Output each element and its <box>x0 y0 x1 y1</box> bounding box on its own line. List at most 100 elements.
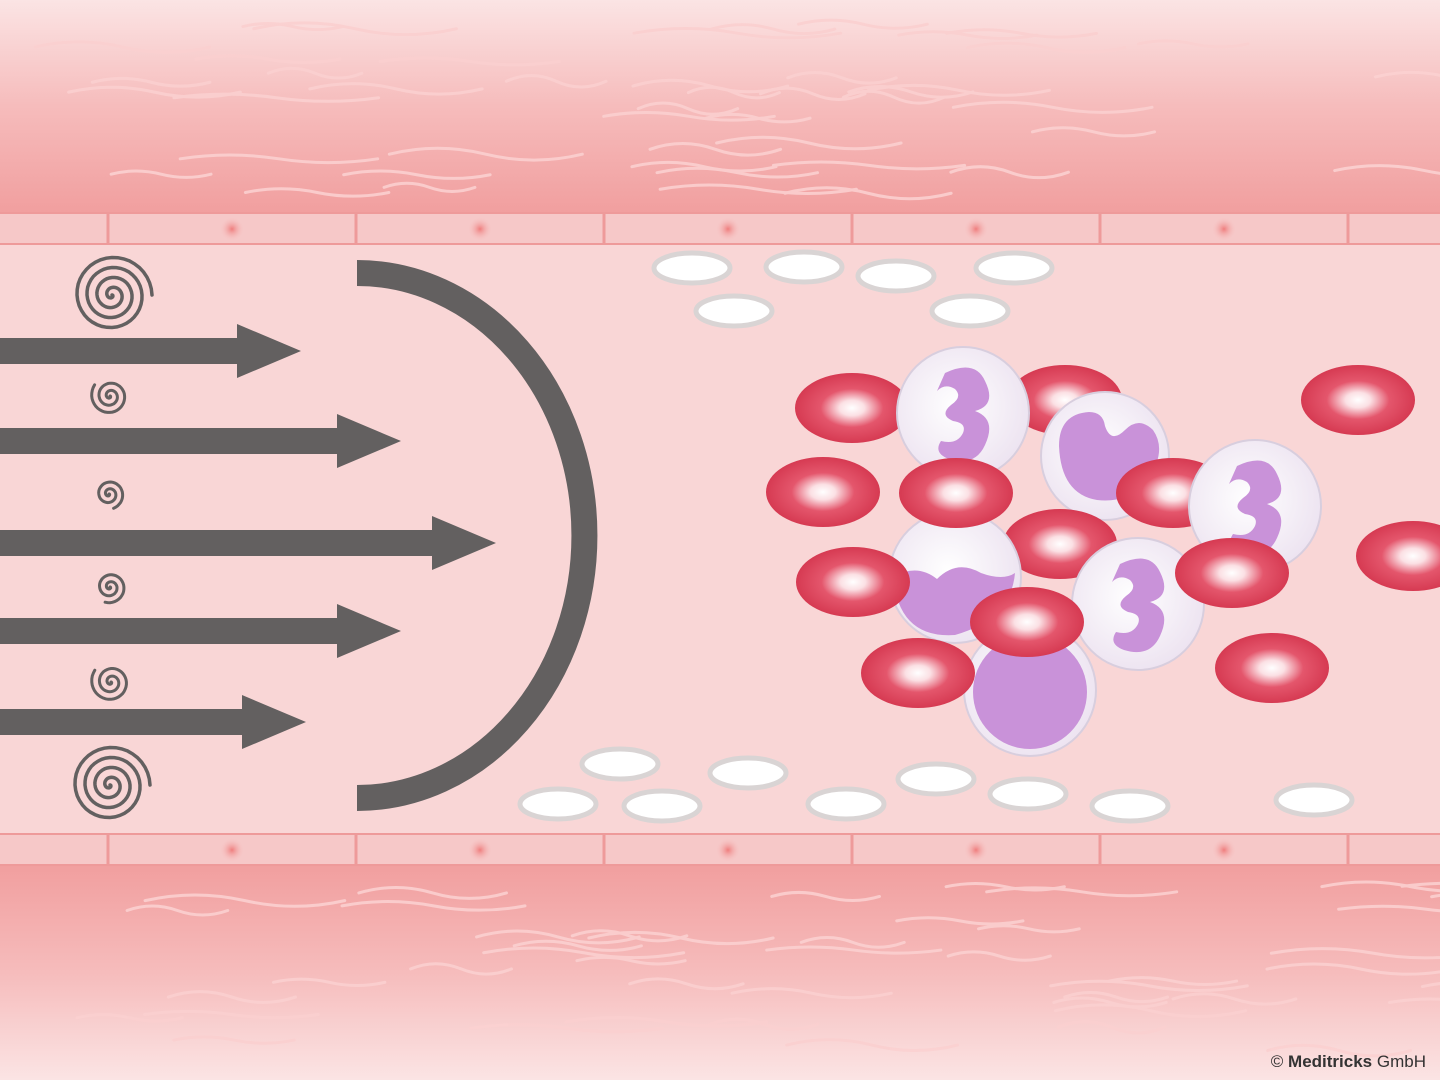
wall-fiber <box>636 101 740 116</box>
copyright-notice: © Meditricks GmbH <box>1271 1052 1426 1072</box>
turbulence-vortices <box>73 255 154 820</box>
wall-fiber <box>976 924 1081 934</box>
wall-fiber <box>602 110 776 122</box>
vortex-icon <box>97 573 126 605</box>
wall-fiber <box>1373 70 1440 79</box>
wall-fiber <box>797 18 929 30</box>
wall-fiber <box>842 89 946 105</box>
wall-fiber <box>715 135 903 151</box>
wall-fiber <box>1269 947 1440 960</box>
wall-fiber <box>241 21 345 32</box>
vortex-icon <box>90 667 128 701</box>
erythrocyte <box>1175 538 1289 608</box>
endothelial-nucleus <box>716 217 740 241</box>
wall-fiber <box>985 886 1179 898</box>
wall-fiber <box>783 186 953 201</box>
platelet <box>973 250 1055 286</box>
endothelial-nucleus <box>1212 217 1236 241</box>
wall-fiber <box>686 85 781 100</box>
vortex-icon <box>90 381 127 414</box>
wall-fiber <box>658 183 858 195</box>
endothelial-nucleus <box>964 217 988 241</box>
wall-fiber <box>382 181 477 193</box>
vortex-icon <box>73 745 152 820</box>
wall-fiber <box>946 950 1052 962</box>
wall-fiber <box>266 66 364 80</box>
endothelial-nucleus <box>468 217 492 241</box>
wall-fiber <box>512 939 643 952</box>
wall-fiber <box>709 23 837 36</box>
wall-fiber <box>166 990 297 1004</box>
platelet <box>517 786 599 822</box>
wall-fiber <box>75 1013 184 1023</box>
platelet <box>579 746 661 782</box>
wall-fiber <box>172 1035 296 1045</box>
platelet <box>855 258 937 294</box>
endothelium-top <box>0 212 1440 245</box>
wall-fiber <box>708 1017 820 1031</box>
wall-fiber <box>866 83 1051 97</box>
wall-fiber <box>143 893 347 908</box>
wall-fiber <box>504 73 608 89</box>
wall-fiber <box>630 160 778 173</box>
wall-fiber <box>949 165 1070 180</box>
wall-fiber <box>342 169 492 180</box>
wall-fiber <box>799 936 906 949</box>
copyright-suffix: GmbH <box>1376 1052 1426 1071</box>
wall-fiber <box>109 169 213 179</box>
platelet <box>651 250 733 286</box>
wall-fiber <box>357 886 508 900</box>
endothelial-nucleus <box>716 838 740 862</box>
wall-fiber <box>387 146 584 162</box>
flow-arrow-icon <box>0 695 306 749</box>
platelet <box>929 293 1011 329</box>
wall-fiber <box>897 30 1039 40</box>
wall-fiber <box>143 1009 320 1020</box>
leukocyte-nucleus <box>937 367 990 462</box>
erythrocyte <box>1215 633 1329 703</box>
wall-fiber <box>308 82 484 96</box>
wall-fiber <box>1056 1020 1167 1035</box>
flow-arrow-icon <box>0 414 401 468</box>
wall-fiber <box>765 945 943 955</box>
wall-fiber <box>1107 976 1239 986</box>
erythrocyte <box>1356 521 1440 591</box>
platelet <box>621 788 703 824</box>
vortex-icon <box>97 480 125 510</box>
wall-fiber <box>1053 1003 1248 1019</box>
wall-fiber <box>475 929 641 945</box>
vessel-wall-top <box>0 0 1440 212</box>
wall-fiber <box>1171 992 1298 1006</box>
wall-fiber <box>194 54 342 64</box>
erythrocyte <box>1301 365 1415 435</box>
erythrocyte <box>899 458 1013 528</box>
vessel-wall-bottom <box>0 866 1440 1080</box>
wall-fiber <box>1400 881 1440 888</box>
wall-fiber <box>1052 996 1168 1009</box>
endothelium-bottom <box>0 833 1440 866</box>
endothelial-nucleus <box>468 838 492 862</box>
wall-fiber <box>1333 164 1440 175</box>
wall-fiber <box>33 40 212 54</box>
wall-fiber <box>632 27 843 40</box>
endothelial-nucleus <box>1212 838 1236 862</box>
platelets <box>517 249 1355 824</box>
copyright-symbol: © <box>1270 1052 1284 1071</box>
wall-fiber <box>469 1023 665 1034</box>
wall-fiber <box>945 28 1099 39</box>
platelet <box>763 249 845 285</box>
wall-fiber <box>648 142 783 157</box>
leukocyte <box>896 346 1030 480</box>
endothelial-nucleus <box>964 838 988 862</box>
wall-fiber <box>951 100 1154 114</box>
leukocyte-nucleus <box>1229 460 1282 555</box>
platelet <box>895 761 977 797</box>
wall-fiber <box>759 86 867 101</box>
wall-fiber <box>1266 1043 1413 1058</box>
wall-fiber <box>1265 962 1440 976</box>
wall-fiber <box>1049 979 1249 992</box>
wall-fiber <box>340 900 527 912</box>
platelet <box>1273 782 1355 818</box>
